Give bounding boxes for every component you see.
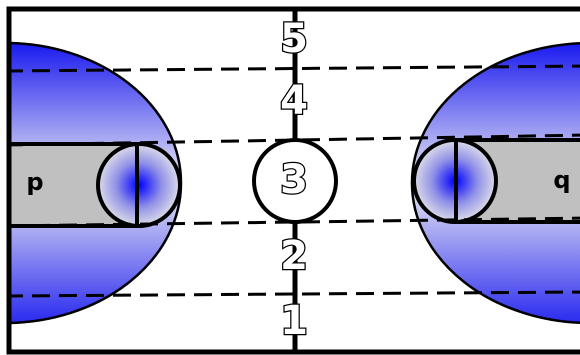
zone-line-upper bbox=[9, 133, 580, 147]
zone-label-2: 2 bbox=[280, 233, 308, 279]
zone-line-bottom bbox=[9, 290, 580, 298]
zone-dashed-lines bbox=[9, 64, 580, 298]
zone-line-lower bbox=[9, 216, 580, 228]
zone-label-4: 4 bbox=[280, 78, 308, 124]
zone-line-top bbox=[9, 64, 580, 73]
left-side-label: p bbox=[26, 168, 43, 196]
zone-label-5: 5 bbox=[280, 16, 308, 62]
zone-label-3: 3 bbox=[280, 157, 308, 203]
zone-label-1: 1 bbox=[280, 298, 308, 344]
center-circle bbox=[252, 138, 338, 224]
right-side-label: q bbox=[553, 166, 570, 194]
court-border bbox=[6, 6, 580, 355]
